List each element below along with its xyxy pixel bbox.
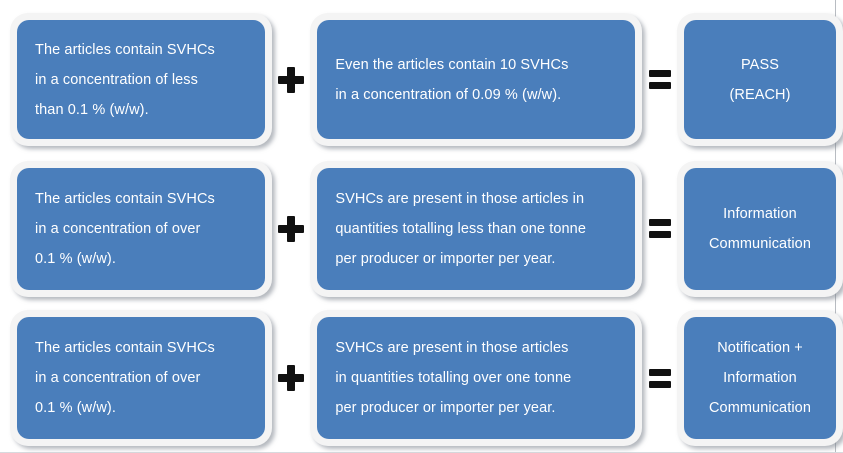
operator-plus-cell — [272, 215, 310, 242]
result-line: Communication — [708, 235, 812, 252]
equation-row: The articles contain SVHCs in a concentr… — [0, 6, 843, 154]
equation-row: The articles contain SVHCs in a concentr… — [0, 154, 843, 304]
condition-line: in a concentration of over — [35, 220, 201, 237]
equals-icon — [648, 368, 671, 388]
equals-icon — [648, 70, 671, 90]
condition-2-box[interactable]: SVHCs are present in those articles in q… — [317, 167, 636, 290]
operator-equals-cell — [642, 70, 677, 90]
condition-1-cell: The articles contain SVHCs in a concentr… — [0, 160, 272, 297]
condition-box-shell: Even the articles contain 10 SVHCs in a … — [310, 13, 643, 147]
operator-plus-cell — [272, 365, 310, 392]
result-box[interactable]: Notification + Information Communication — [684, 317, 836, 440]
condition-line: in a concentration of over — [35, 370, 201, 387]
result-line: Information — [723, 205, 797, 222]
condition-box-shell: SVHCs are present in those articles in q… — [310, 160, 643, 297]
condition-line: 0.1 % (w/w). — [35, 400, 116, 417]
equals-bar-bottom — [648, 380, 671, 388]
result-box-shell: Notification + Information Communication — [677, 310, 843, 447]
condition-1-cell: The articles contain SVHCs in a concentr… — [0, 310, 272, 447]
condition-line: in a concentration of less — [35, 71, 198, 88]
condition-line: The articles contain SVHCs — [35, 41, 215, 58]
condition-1-box[interactable]: The articles contain SVHCs in a concentr… — [17, 20, 265, 140]
condition-box-shell: The articles contain SVHCs in a concentr… — [10, 160, 272, 297]
result-line: Communication — [708, 400, 812, 417]
condition-line: than 0.1 % (w/w). — [35, 101, 149, 118]
condition-line: per producer or importer per year. — [335, 250, 556, 267]
condition-line: SVHCs are present in those articles — [335, 340, 569, 357]
condition-line: Even the articles contain 10 SVHCs — [335, 56, 569, 73]
condition-2-cell: SVHCs are present in those articles in q… — [310, 310, 643, 447]
equals-icon — [648, 219, 671, 238]
result-line: PASS — [740, 56, 779, 73]
condition-line: The articles contain SVHCs — [35, 340, 215, 357]
equals-bar-top — [648, 368, 671, 376]
condition-2-box[interactable]: Even the articles contain 10 SVHCs in a … — [317, 20, 636, 140]
condition-line: in a concentration of 0.09 % (w/w). — [335, 86, 562, 103]
condition-line: 0.1 % (w/w). — [35, 250, 116, 267]
result-box[interactable]: PASS (REACH) — [684, 20, 836, 140]
result-line: (REACH) — [729, 86, 791, 103]
condition-1-box[interactable]: The articles contain SVHCs in a concentr… — [17, 317, 265, 440]
condition-line: quantities totalling less than one tonne — [335, 220, 587, 237]
result-box[interactable]: Information Communication — [684, 167, 836, 290]
condition-1-box[interactable]: The articles contain SVHCs in a concentr… — [17, 167, 265, 290]
operator-equals-cell — [642, 219, 677, 238]
condition-1-cell: The articles contain SVHCs in a concentr… — [0, 13, 272, 147]
condition-2-box[interactable]: SVHCs are present in those articles in q… — [317, 317, 636, 440]
operator-equals-cell — [642, 368, 677, 388]
plus-icon — [278, 215, 305, 242]
result-cell: PASS (REACH) — [677, 13, 843, 147]
equals-bar-top — [648, 219, 671, 226]
equals-bar-top — [648, 70, 671, 78]
condition-line: in quantities totalling over one tonne — [335, 370, 572, 387]
result-box-shell: PASS (REACH) — [677, 13, 843, 147]
plus-icon — [278, 365, 305, 392]
condition-line: The articles contain SVHCs — [35, 190, 215, 207]
equals-bar-bottom — [648, 231, 671, 238]
condition-line: per producer or importer per year. — [335, 400, 556, 417]
condition-box-shell: The articles contain SVHCs in a concentr… — [10, 310, 272, 447]
result-line: Information — [723, 370, 797, 387]
condition-box-shell: SVHCs are present in those articles in q… — [310, 310, 643, 447]
result-cell: Notification + Information Communication — [677, 310, 843, 447]
equals-bar-bottom — [648, 82, 671, 90]
condition-box-shell: The articles contain SVHCs in a concentr… — [10, 13, 272, 147]
condition-2-cell: SVHCs are present in those articles in q… — [310, 160, 643, 297]
plus-icon — [278, 66, 305, 93]
result-cell: Information Communication — [677, 160, 843, 297]
result-box-shell: Information Communication — [677, 160, 843, 297]
equation-row: The articles contain SVHCs in a concentr… — [0, 303, 843, 453]
condition-2-cell: Even the articles contain 10 SVHCs in a … — [310, 13, 643, 147]
condition-line: SVHCs are present in those articles in — [335, 190, 585, 207]
result-line: Notification + — [717, 340, 803, 357]
operator-plus-cell — [272, 66, 310, 93]
